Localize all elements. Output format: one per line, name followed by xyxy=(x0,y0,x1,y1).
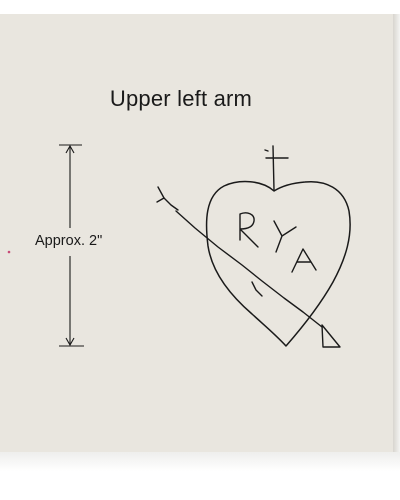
tattoo-initials xyxy=(239,212,317,273)
card-edge-shadow xyxy=(393,14,400,452)
dimension-arrow-icon xyxy=(59,144,84,347)
measurement-label: Approx. 2" xyxy=(33,233,105,249)
initial-y xyxy=(273,220,297,253)
initial-r xyxy=(239,212,259,248)
initial-a xyxy=(291,248,317,273)
heart-tattoo-icon xyxy=(205,180,351,347)
arrow-icon xyxy=(156,186,341,348)
cross-icon xyxy=(264,145,289,191)
page-title: Upper left arm xyxy=(109,86,253,111)
bottom-margin xyxy=(0,452,400,500)
